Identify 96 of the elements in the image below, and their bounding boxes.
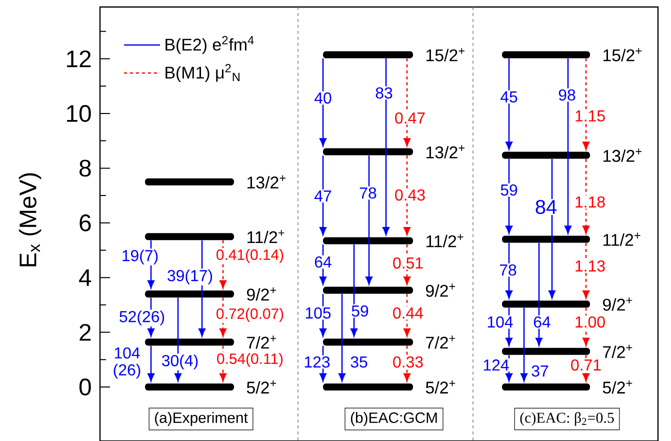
spin-label: 7/2$^{+}$ — [247, 335, 276, 349]
edge-label: 64 — [313, 255, 333, 269]
tick-label: 10 — [67, 105, 91, 122]
spin-label: 5/2$^{+}$ — [602, 380, 632, 394]
transition-arrow — [404, 156, 410, 236]
transition-arrow — [404, 244, 410, 285]
edge-label: 0.47 — [394, 111, 427, 125]
tick-label: 0 — [79, 378, 91, 396]
transition-arrow — [220, 298, 226, 337]
edge-label: 0.44 — [392, 306, 425, 320]
transition-arrow — [582, 355, 590, 382]
transition-arrow — [506, 308, 512, 346]
edge-label: 0.71 — [570, 358, 603, 372]
edge-label: 0.41(0.14) — [214, 248, 286, 264]
transition-arrow — [320, 156, 326, 236]
tick-label: 8 — [80, 160, 91, 177]
edge-label: 59 — [350, 304, 370, 318]
transition-arrow — [220, 346, 226, 382]
edge-label: 59 — [499, 183, 519, 197]
transition-arrow — [366, 156, 372, 285]
edge-label: 104 (26) — [109, 346, 145, 380]
panel-label: (b)EAC:GCM — [344, 408, 444, 430]
transition-arrow — [548, 159, 556, 299]
transition-arrow — [198, 240, 206, 337]
edge-label: 78 — [498, 263, 518, 277]
edge-label: 98 — [557, 88, 577, 102]
legend-text: B(E2) e$^{2}$fm$^{4}$ — [166, 36, 254, 54]
spin-label: 13/2$^{+}$ — [248, 175, 286, 189]
edge-label: 0.51 — [392, 256, 425, 270]
edge-label: 105 — [304, 306, 332, 320]
spin-label: 9/2$^{+}$ — [603, 297, 632, 311]
spin-label: 11/2$^{+}$ — [604, 232, 640, 246]
transition-arrow — [338, 294, 346, 382]
spin-label: 11/2$^{+}$ — [248, 230, 284, 244]
transition-arrow — [320, 58, 326, 146]
spin-label: 7/2$^{+}$ — [603, 344, 632, 358]
edge-label: 124 — [482, 358, 510, 372]
spin-label: 11/2$^{+}$ — [426, 234, 464, 248]
transition-arrow — [404, 294, 410, 337]
edge-label: 39(17) — [166, 268, 214, 286]
edge-label: 30(4) — [160, 354, 200, 370]
transition-arrow — [320, 244, 326, 285]
edge-label: 0.43 — [394, 188, 427, 202]
spin-label: 13/2$^{+}$ — [604, 148, 642, 162]
spin-label: 9/2$^{+}$ — [247, 287, 276, 301]
tick-label: 12 — [67, 50, 91, 68]
transition-arrow — [582, 308, 590, 346]
panel-label: (c)EAC: β$_{2}$=0.5 — [514, 408, 620, 430]
spin-label: 5/2$^{+}$ — [426, 380, 456, 394]
spin-label: 15/2$^{+}$ — [604, 48, 642, 62]
transition-arrow — [536, 243, 542, 346]
spin-label: 7/2$^{+}$ — [426, 335, 456, 349]
spin-label: 9/2$^{+}$ — [426, 284, 456, 297]
edge-label: 35 — [349, 355, 369, 369]
transition-arrow — [148, 346, 154, 382]
transition-arrow — [506, 159, 512, 234]
edge-label: 0.54(0.11) — [216, 352, 285, 368]
spin-label: 15/2$^{+}$ — [426, 48, 464, 62]
edge-label: 78 — [358, 186, 378, 200]
edge-label: 52(26) — [118, 310, 166, 326]
transition-arrow — [350, 244, 358, 337]
transition-arrow — [564, 58, 572, 234]
edge-label: 19(7) — [120, 248, 160, 266]
transition-arrow — [404, 346, 410, 382]
edge-label: 123 — [302, 355, 332, 369]
transition-arrow — [220, 240, 226, 288]
transition-arrow — [506, 243, 512, 299]
edge-label: 1.13 — [574, 259, 607, 273]
axis-title: E$_{x}$ (MeV) — [18, 173, 42, 266]
edge-label: 47 — [313, 190, 333, 202]
edge-label: 1.18 — [574, 195, 607, 209]
edge-label: 64 — [532, 315, 552, 329]
transition-arrow — [582, 243, 590, 299]
tick-label: 6 — [80, 214, 91, 232]
edge-label: 0.33 — [392, 355, 425, 369]
transition-arrow — [382, 58, 390, 236]
transition-arrow — [582, 58, 590, 150]
edge-label: 1.15 — [574, 109, 607, 123]
edge-label: 45 — [499, 90, 519, 104]
spin-label: 13/2$^{+}$ — [426, 145, 464, 158]
transition-arrow — [506, 58, 512, 150]
edge-label: 40 — [313, 91, 333, 105]
transition-arrow — [520, 308, 528, 382]
transition-arrow — [404, 58, 410, 146]
spin-label: 5/2$^{+}$ — [246, 380, 276, 394]
tick-label: 4 — [79, 269, 92, 286]
edge-label: 84 — [534, 198, 558, 216]
edge-label: 1.00 — [574, 315, 607, 329]
edge-label: 104 — [486, 315, 514, 329]
edge-label: 0.72(0.07) — [214, 307, 286, 323]
transition-arrow — [582, 159, 590, 234]
legend-text: B(M1) μ$^{2}$N — [166, 64, 240, 82]
edge-label: 83 — [374, 86, 394, 100]
panel-label: (a)Experiment — [148, 408, 254, 430]
tick-label: 2 — [80, 324, 91, 341]
edge-label: 37 — [530, 364, 550, 378]
